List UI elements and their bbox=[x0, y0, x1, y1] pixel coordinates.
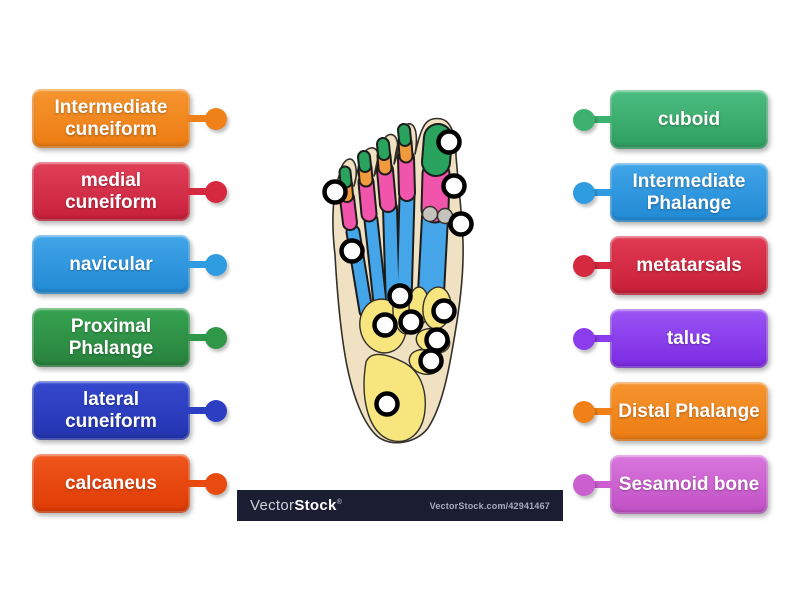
label-text: Intermediate cuneiform bbox=[54, 97, 168, 140]
label-text: calcaneus bbox=[65, 472, 157, 494]
proximal-phalange-bones bbox=[339, 149, 451, 231]
label-intermediate-cuneiform[interactable]: Intermediate cuneiform bbox=[32, 89, 227, 148]
label-text: navicular bbox=[69, 253, 153, 275]
connector-dot[interactable] bbox=[573, 327, 595, 350]
connector-line bbox=[588, 189, 612, 196]
label-text: medial cuneiform bbox=[65, 170, 157, 213]
vectorstock-watermark-bar: VectorStock® VectorStock.com/42941467 bbox=[237, 490, 563, 521]
vectorstock-url-text: VectorStock.com/42941467 bbox=[429, 500, 550, 511]
connector-line bbox=[188, 261, 212, 268]
label-medial-cuneiform[interactable]: medial cuneiform bbox=[32, 162, 227, 221]
answer-point[interactable] bbox=[374, 391, 400, 417]
answer-point[interactable] bbox=[372, 312, 398, 338]
connector-dot[interactable] bbox=[573, 400, 595, 423]
sesamoid-bones bbox=[421, 205, 454, 225]
label-text: lateral cuneiform bbox=[65, 389, 157, 432]
label-proximal-phalange[interactable]: Proximal Phalange bbox=[32, 308, 227, 367]
connector-line bbox=[588, 481, 612, 488]
answer-point[interactable] bbox=[418, 348, 444, 374]
answer-point[interactable] bbox=[448, 211, 474, 237]
label-talus[interactable]: talus bbox=[573, 309, 768, 368]
answer-point[interactable] bbox=[431, 298, 457, 324]
label-text: Distal Phalange bbox=[618, 400, 760, 422]
foot-diagram bbox=[322, 117, 474, 444]
connector-dot[interactable] bbox=[573, 473, 595, 496]
label-text: Intermediate Phalange bbox=[632, 171, 746, 214]
connector-dot[interactable] bbox=[205, 399, 227, 422]
connector-dot[interactable] bbox=[205, 107, 227, 130]
connector-dot[interactable] bbox=[205, 253, 227, 276]
label-sesamoid-bone[interactable]: Sesamoid bone bbox=[573, 455, 768, 514]
label-text: Sesamoid bone bbox=[618, 473, 760, 495]
connector-line bbox=[188, 115, 212, 122]
answer-point[interactable] bbox=[387, 283, 413, 309]
connector-dot[interactable] bbox=[205, 180, 227, 203]
connector-line bbox=[188, 334, 212, 341]
vectorstock-logo: VectorStock® bbox=[250, 497, 343, 514]
label-text: Proximal Phalange bbox=[68, 316, 154, 359]
label-cuboid[interactable]: cuboid bbox=[573, 90, 768, 149]
label-navicular[interactable]: navicular bbox=[32, 235, 227, 294]
answer-hotspots bbox=[322, 129, 474, 417]
connector-line bbox=[188, 188, 212, 195]
answer-point[interactable] bbox=[322, 179, 348, 205]
label-text: talus bbox=[666, 327, 712, 349]
connector-line bbox=[188, 480, 212, 487]
answer-point[interactable] bbox=[339, 238, 365, 264]
left-label-column: Intermediate cuneiform medial cuneiform na… bbox=[32, 89, 227, 513]
label-intermediate-phalange[interactable]: Intermediate Phalange bbox=[573, 163, 768, 222]
connector-dot[interactable] bbox=[205, 472, 227, 495]
connector-dot[interactable] bbox=[573, 108, 595, 131]
answer-point[interactable] bbox=[424, 327, 450, 353]
answer-point[interactable] bbox=[398, 309, 424, 335]
label-text: metatarsals bbox=[636, 254, 742, 276]
connector-dot[interactable] bbox=[573, 254, 595, 277]
connector-line bbox=[588, 262, 612, 269]
connector-dot[interactable] bbox=[573, 181, 595, 204]
label-lateral-cuneiform[interactable]: lateral cuneiform bbox=[32, 381, 227, 440]
connector-line bbox=[588, 335, 612, 342]
connector-dot[interactable] bbox=[205, 326, 227, 349]
label-text: cuboid bbox=[657, 108, 721, 130]
label-distal-phalange[interactable]: Distal Phalange bbox=[573, 382, 768, 441]
answer-point[interactable] bbox=[441, 173, 467, 199]
connector-line bbox=[188, 407, 212, 414]
connector-line bbox=[588, 116, 612, 123]
label-metatarsals[interactable]: metatarsals bbox=[573, 236, 768, 295]
label-calcaneus[interactable]: calcaneus bbox=[32, 454, 227, 513]
answer-point[interactable] bbox=[436, 129, 462, 155]
connector-line bbox=[588, 408, 612, 415]
